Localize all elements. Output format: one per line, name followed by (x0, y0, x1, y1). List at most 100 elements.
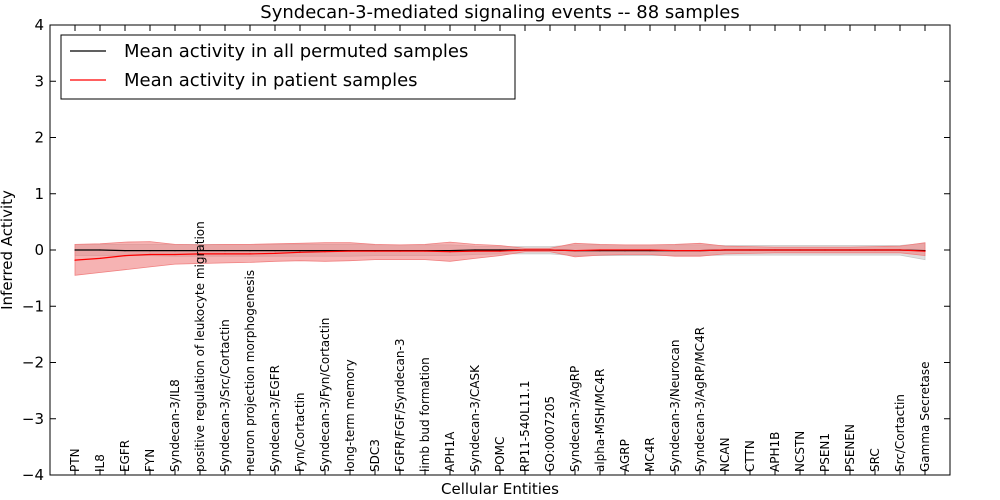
point-permuted (149, 250, 151, 252)
legend-label-patient: Mean activity in patient samples (124, 70, 418, 91)
point-permuted (449, 250, 451, 252)
point-patient (374, 250, 376, 252)
point-patient (549, 249, 551, 251)
point-permuted (274, 250, 276, 252)
y-tick-label: −4 (22, 466, 44, 484)
x-tick-label: POMC (493, 437, 507, 472)
x-tick-label: SDC3 (368, 439, 382, 472)
y-tick-label: 3 (34, 72, 44, 90)
point-patient (724, 249, 726, 251)
legend-label-permuted: Mean activity in all permuted samples (124, 41, 468, 62)
x-tick-label: APH1B (768, 432, 782, 472)
point-patient (274, 252, 276, 254)
point-permuted (174, 250, 176, 252)
point-patient (624, 249, 626, 251)
x-tick-label: AGRP (618, 439, 632, 472)
point-patient (649, 249, 651, 251)
point-patient (524, 249, 526, 251)
point-patient (699, 250, 701, 252)
x-axis-label: Cellular Entities (441, 480, 559, 498)
point-patient (749, 249, 751, 251)
x-tick-label: MC4R (643, 437, 657, 472)
x-tick-label: Syndecan-3/Neurocan (668, 340, 682, 472)
x-tick-label: CTTN (743, 440, 757, 472)
y-tick-label: 4 (34, 16, 44, 34)
x-tick-label: Syndecan-3/Fyn/Cortactin (318, 318, 332, 472)
point-patient (249, 253, 251, 255)
x-tick-label: GO:0007205 (543, 396, 557, 472)
y-tick-label: −2 (22, 354, 44, 372)
point-patient (149, 253, 151, 256)
point-patient (399, 250, 401, 252)
x-tick-label: Src/Cortactin (893, 394, 907, 472)
y-tick-label: 0 (34, 241, 44, 259)
point-patient (174, 253, 176, 256)
x-tick-label: FYN (143, 449, 157, 472)
point-patient (499, 250, 501, 252)
x-tick-label: neuron projection morphogenesis (243, 270, 257, 472)
series-lines (74, 249, 926, 261)
point-permuted (124, 250, 126, 252)
point-patient (799, 249, 801, 251)
point-permuted (99, 249, 101, 251)
point-patient (924, 250, 926, 252)
y-tick-label: 2 (34, 129, 44, 147)
point-patient (199, 253, 201, 255)
x-tick-label: FGFR/FGF/Syndecan-3 (393, 339, 407, 472)
x-tick-label: Syndecan-3/AgRP/MC4R (693, 327, 707, 472)
x-tick-label: Fyn/Cortactin (293, 392, 307, 472)
x-tick-label: PTN (68, 448, 82, 472)
point-patient (599, 249, 601, 251)
x-tick-label: positive regulation of leukocyte migrati… (193, 221, 207, 472)
y-tick-label: −1 (22, 297, 44, 315)
point-permuted (224, 250, 226, 252)
point-patient (824, 249, 826, 251)
point-permuted (199, 250, 201, 252)
point-permuted (249, 250, 251, 252)
point-patient (74, 259, 76, 261)
y-tick-label: 1 (34, 185, 44, 203)
point-patient (574, 250, 576, 252)
point-patient (224, 253, 226, 255)
x-tick-label: Syndecan-3/CASK (468, 364, 482, 472)
x-tick-label: PSENEN (843, 424, 857, 472)
x-tick-label: IL8 (93, 454, 107, 472)
point-patient (299, 251, 301, 253)
x-tick-label: alpha-MSH/MC4R (593, 369, 607, 472)
point-patient (324, 251, 326, 253)
x-tick-label: APH1A (443, 431, 457, 472)
point-permuted (474, 249, 476, 251)
legend-box (60, 34, 516, 100)
x-tick-label: EGFR (118, 440, 132, 472)
x-tick-label: Syndecan-3/AgRP (568, 366, 582, 472)
x-axis: PTN IL8 EGFR FYN Syndecan-3/IL8 positive regu… (68, 25, 932, 475)
y-tick-label: −3 (22, 410, 44, 428)
x-tick-label: Gamma Secretase (918, 361, 932, 472)
point-permuted (74, 249, 76, 251)
point-patient (424, 250, 426, 252)
point-patient (474, 250, 476, 252)
point-patient (849, 249, 851, 251)
y-axis-label: Inferred Activity (0, 190, 16, 310)
x-tick-label: NCSTN (793, 431, 807, 472)
point-patient (674, 250, 676, 252)
point-permuted (499, 249, 501, 251)
x-tick-label: RP11-540L11.1 (518, 381, 532, 472)
point-patient (774, 249, 776, 251)
y-axis: −4 −3 −2 −1 0 1 2 3 4 (22, 16, 950, 484)
x-tick-label: limb bud formation (418, 357, 432, 472)
legend: Mean activity in all permuted samples Me… (60, 34, 516, 100)
x-tick-label: SRC (868, 448, 882, 472)
point-patient (449, 251, 451, 253)
chart-title: Syndecan-3-mediated signaling events -- … (260, 2, 739, 23)
x-tick-label: PSEN1 (818, 433, 832, 472)
point-permuted (324, 250, 326, 252)
point-patient (899, 249, 901, 251)
x-tick-label: Syndecan-3/IL8 (168, 379, 182, 472)
x-tick-label: Syndecan-3/EGFR (268, 365, 282, 472)
point-patient (99, 257, 101, 259)
point-patient (124, 255, 126, 257)
x-tick-label: long-term memory (343, 359, 357, 472)
x-tick-label: Syndecan-3/Src/Cortactin (218, 319, 232, 472)
point-permuted (299, 250, 301, 252)
